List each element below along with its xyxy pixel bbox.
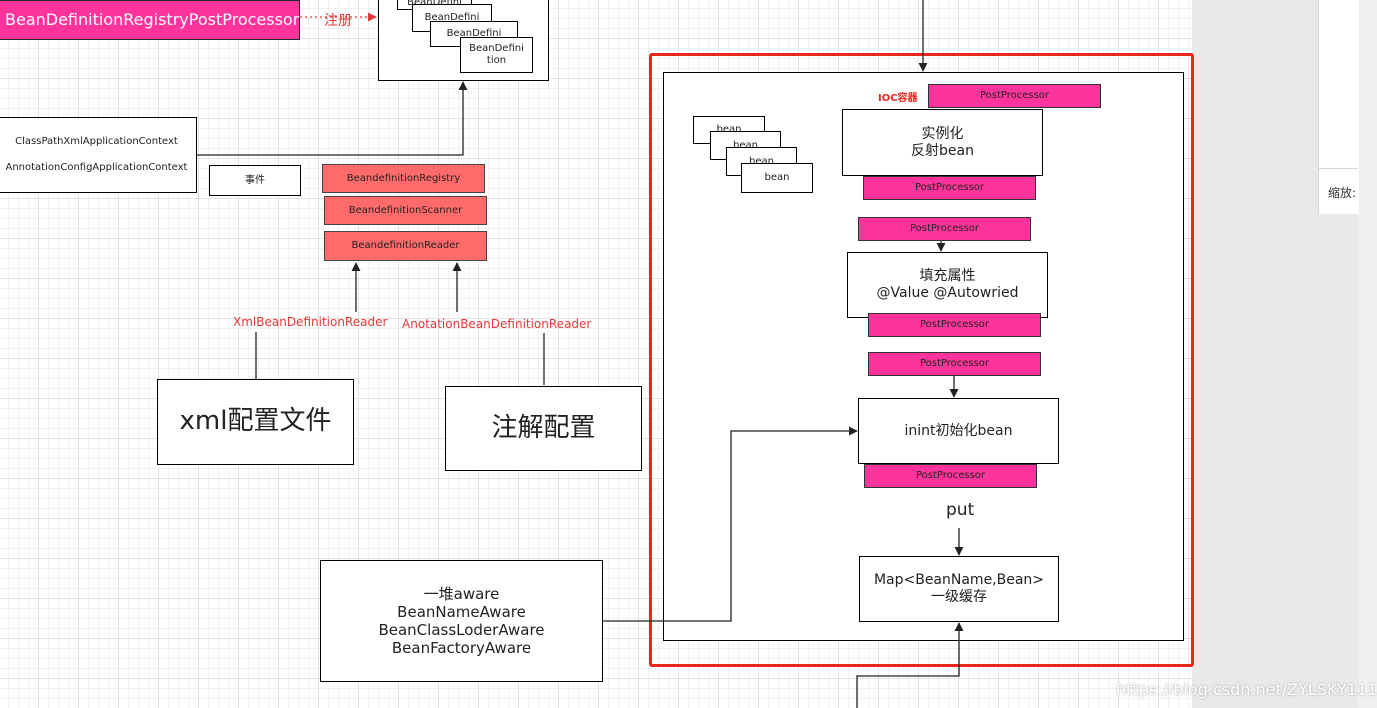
populate-box[interactable]: 填充属性 @Value @Autowried [847, 252, 1048, 318]
post-processor-before-populate[interactable]: PostProcessor [858, 217, 1031, 241]
annotation-config-context-label: AnnotationConfigApplicationContext [5, 162, 188, 173]
singleton-cache-box[interactable]: Map<BeanName,Bean> 一级缓存 [859, 556, 1059, 622]
annotation-config-box[interactable]: 注解配置 [445, 386, 642, 471]
panel-divider [1318, 168, 1358, 169]
format-panel [1318, 0, 1359, 214]
bean-definition-card-4[interactable]: BeanDefini tion [460, 37, 533, 73]
ioc-title: IOC容器 [878, 93, 918, 104]
post-processor-top[interactable]: PostProcessor [928, 84, 1101, 108]
post-processor-after-init[interactable]: PostProcessor [864, 464, 1037, 488]
definition-registry-box[interactable]: BeandefinitionRegistry [322, 164, 485, 193]
registry-post-processor-box[interactable]: BeanDefinitionRegistryPostProcessor [0, 0, 300, 40]
post-processor-after-instantiate[interactable]: PostProcessor [863, 176, 1036, 200]
definition-scanner-box[interactable]: BeandefinitionScanner [324, 196, 487, 225]
watermark: https://blog.csdn.net/ZYLSKY111 [1116, 680, 1377, 699]
application-context-box[interactable]: ClassPathXmlApplicationContext Annotatio… [0, 117, 197, 193]
xml-config-box[interactable]: xml配置文件 [157, 379, 354, 465]
init-box[interactable]: inint初始化bean [858, 398, 1059, 464]
bean-card-4[interactable]: bean [741, 163, 813, 193]
event-box[interactable]: 事件 [209, 165, 301, 196]
classpath-xml-context-label: ClassPathXmlApplicationContext [15, 136, 178, 147]
zoom-label: 缩放: [1328, 186, 1357, 200]
xml-reader-label: XmlBeanDefinitionReader [233, 315, 388, 329]
instantiate-box[interactable]: 实例化 反射bean [842, 109, 1043, 176]
annotation-reader-label: AnotationBeanDefinitionReader [402, 317, 592, 331]
put-label: put [946, 500, 975, 520]
post-processor-before-init[interactable]: PostProcessor [868, 352, 1041, 376]
register-label: 注册 [324, 13, 352, 29]
definition-reader-box[interactable]: BeandefinitionReader [324, 231, 487, 261]
post-processor-after-populate[interactable]: PostProcessor [868, 313, 1041, 337]
aware-box[interactable]: 一堆aware BeanNameAware BeanClassLoderAwar… [320, 560, 603, 682]
